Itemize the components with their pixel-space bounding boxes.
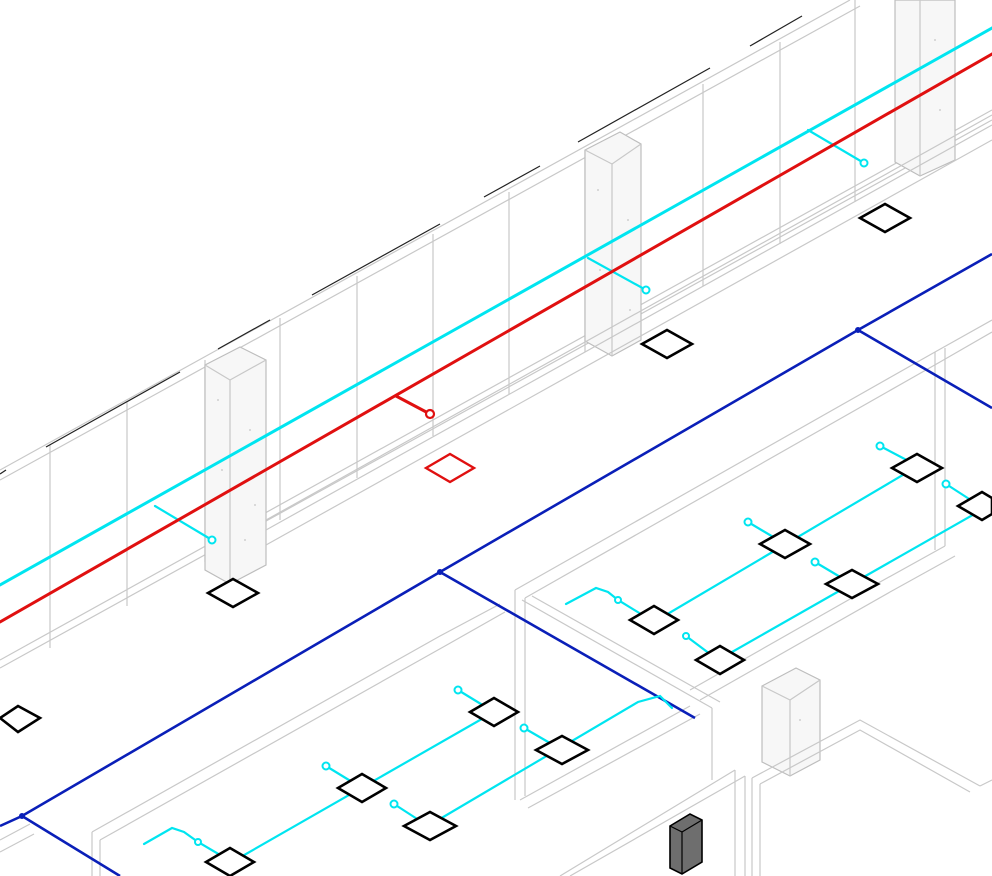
floor-drain-icon	[423, 452, 477, 484]
floor-drain-icon	[203, 846, 257, 876]
pipe-valve-icon	[810, 557, 820, 567]
drain-boundary-lines	[0, 252, 992, 876]
column-specks	[217, 39, 941, 721]
pipe-valve-icon	[859, 158, 869, 168]
floor-drain-icon	[955, 490, 992, 522]
floor-drain-icon	[889, 452, 945, 484]
floor-drain-icon	[639, 328, 695, 360]
floor-drain-icon	[205, 577, 261, 609]
floor-slab-edges	[265, 114, 992, 546]
corridor-floor-drains[interactable]	[0, 202, 913, 734]
hot-water-main[interactable]	[0, 52, 992, 624]
pipe-junction-icon	[19, 813, 25, 819]
parapet-dash-line	[0, 15, 803, 475]
column	[761, 667, 821, 777]
lower-room-walls	[0, 319, 992, 876]
floor-drain-icon	[335, 772, 389, 804]
right-wing-fixtures[interactable]	[564, 441, 992, 676]
structural-columns	[204, 0, 956, 777]
cold-water-main[interactable]	[0, 26, 992, 587]
pipe-valve-icon	[519, 723, 529, 733]
pipe-valve-icon	[682, 632, 690, 640]
column	[894, 0, 956, 177]
floor-drain-icon	[757, 528, 813, 560]
pipe-valve-icon	[207, 535, 217, 545]
pipe-valve-icon	[743, 517, 753, 527]
back-wall	[0, 0, 992, 669]
column	[584, 131, 642, 357]
lower-room-fixtures[interactable]	[142, 685, 674, 876]
floor-drain-icon	[533, 734, 591, 766]
floor-drain-icon	[693, 644, 747, 676]
wall-mullions	[49, 0, 856, 648]
floor-drain-icon	[401, 810, 459, 842]
column	[204, 346, 267, 585]
floor-drain-icon	[857, 202, 913, 234]
floor-drain-icon	[467, 696, 521, 728]
pipe-valve-icon	[424, 408, 436, 420]
pipe-valve-icon	[641, 285, 651, 295]
pipe-valve-icon	[453, 685, 463, 695]
pipe-valve-icon	[194, 838, 202, 846]
pipe-junction-icon	[437, 569, 443, 575]
pipe-valve-icon	[614, 596, 622, 604]
pipe-valve-icon	[321, 761, 331, 771]
floor-drain-icon	[627, 604, 681, 636]
equipment-cabinet-icon[interactable]	[669, 813, 703, 875]
pipe-valve-icon	[941, 479, 951, 489]
pipe-valve-icon	[389, 799, 399, 809]
pipe-junction-icon	[855, 327, 861, 333]
pipe-valve-icon	[875, 441, 885, 451]
floor-drain-icon	[823, 568, 881, 600]
floor-drain-icon	[0, 704, 43, 734]
